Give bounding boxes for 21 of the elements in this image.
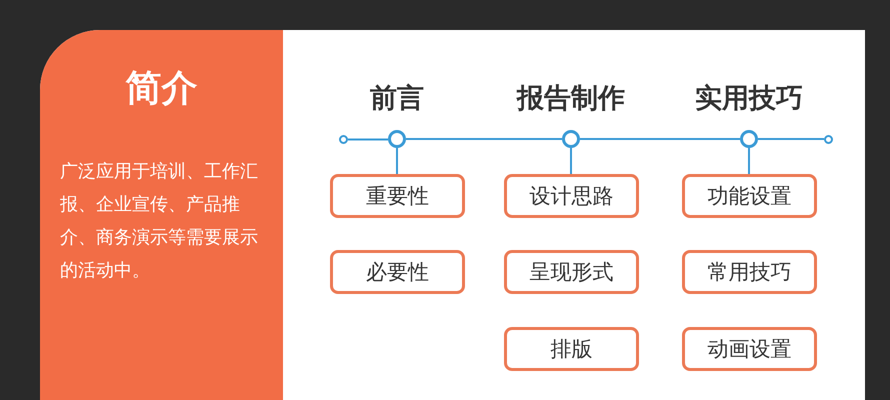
panel-title: 简介 — [124, 67, 198, 111]
topic-box: 重要性 — [330, 174, 465, 218]
topic-box: 必要性 — [330, 250, 465, 294]
connector-line — [758, 138, 824, 140]
topic-box: 常用技巧 — [682, 250, 817, 294]
section-heading: 报告制作 — [515, 82, 626, 116]
connector-line — [348, 138, 388, 140]
topic-box: 呈现形式 — [504, 250, 639, 294]
connector-line — [396, 148, 398, 174]
section-heading: 前言 — [369, 82, 425, 116]
topic-box: 动画设置 — [682, 327, 817, 371]
connector-line — [406, 138, 562, 140]
intro-panel — [40, 30, 283, 400]
topic-box: 功能设置 — [682, 174, 817, 218]
intro-paragraph: 广泛应用于培训、工作汇报、企业宣传、产品推介、商务演示等需要展示的活动中。 — [60, 160, 259, 283]
topic-box: 排版 — [504, 327, 639, 371]
connector-line — [748, 148, 750, 174]
connector-line — [580, 138, 740, 140]
topic-box: 设计思路 — [504, 174, 639, 218]
connector-line — [570, 148, 572, 174]
section-heading: 实用技巧 — [694, 82, 804, 116]
